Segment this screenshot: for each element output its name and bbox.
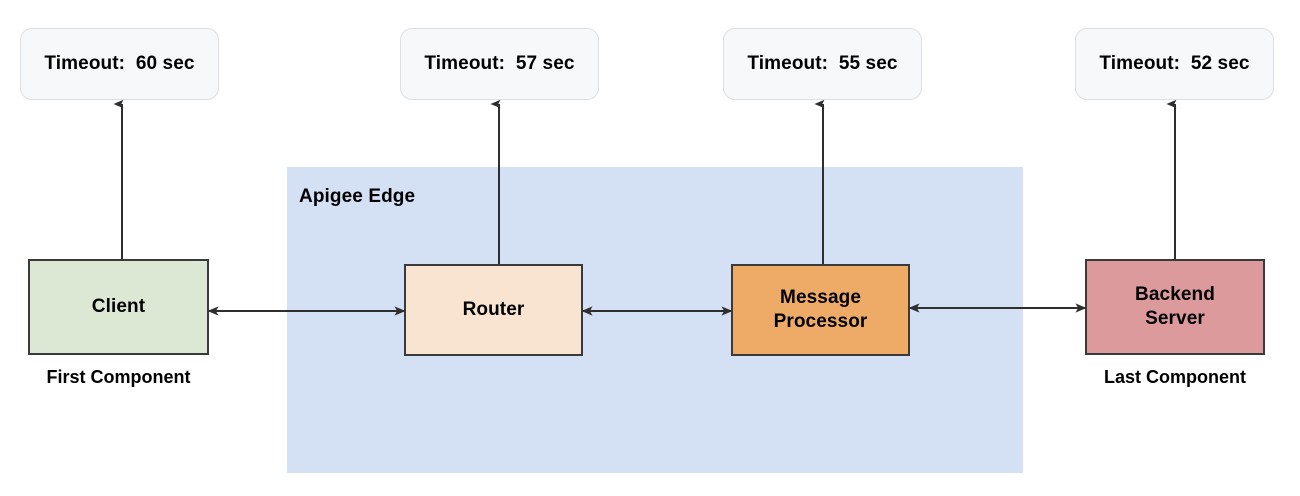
node-router-label: Router: [462, 298, 525, 320]
apigee-edge-region: [287, 167, 1023, 473]
apigee-edge-label: Apigee Edge: [299, 186, 416, 207]
node-router: Router: [404, 264, 583, 356]
node-message-processor: Message Processor: [731, 264, 910, 356]
timeout-callout-client-text: Timeout: 60 sec: [44, 53, 195, 74]
node-client-label: Client: [91, 295, 146, 317]
node-message-processor-label: Message Processor: [773, 286, 868, 332]
timeout-callout-router-text: Timeout: 57 sec: [424, 53, 575, 74]
node-client: Client: [28, 259, 209, 355]
timeout-callout-router: Timeout: 57 sec: [400, 28, 599, 100]
node-backend-server: Backend Server: [1085, 259, 1265, 355]
node-backend-server-label: Backend Server: [1135, 283, 1215, 329]
last-component-caption: Last Component: [1104, 367, 1246, 387]
timeout-callout-client: Timeout: 60 sec: [20, 28, 219, 100]
timeout-callout-backend-server: Timeout: 52 sec: [1075, 28, 1274, 100]
first-component-caption: First Component: [46, 367, 191, 387]
timeout-callout-backend-server-text: Timeout: 52 sec: [1099, 53, 1250, 74]
timeout-callout-message-processor: Timeout: 55 sec: [723, 28, 922, 100]
timeout-callout-message-processor-text: Timeout: 55 sec: [747, 53, 898, 74]
